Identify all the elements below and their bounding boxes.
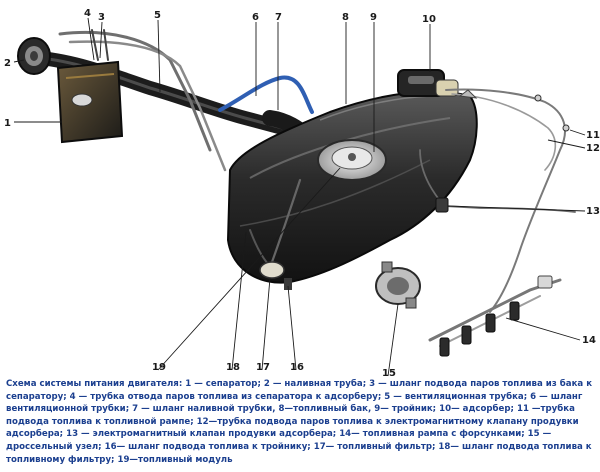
label-19: 19 xyxy=(152,362,166,373)
vent-tubes xyxy=(58,29,227,172)
separator xyxy=(56,60,124,144)
label-17: 17 xyxy=(256,362,270,373)
label-4: 4 xyxy=(84,8,91,19)
label-5: 5 xyxy=(154,10,161,21)
label-11: 11 xyxy=(586,130,600,141)
fuel-system-diagram: 1 2 3 4 5 6 7 8 9 10 11 12 13 14 15 16 1… xyxy=(4,8,600,379)
label-2: 2 xyxy=(4,58,11,69)
throttle-body xyxy=(375,261,421,309)
leader-lines xyxy=(13,17,586,377)
fuel-rail xyxy=(428,275,562,357)
label-13: 13 xyxy=(586,206,600,217)
label-15: 15 xyxy=(382,368,396,379)
vent-hose xyxy=(218,75,314,114)
label-3: 3 xyxy=(98,12,105,23)
label-1: 1 xyxy=(4,118,11,129)
callout-labels: 1 2 3 4 5 6 7 8 9 10 11 12 13 14 15 16 1… xyxy=(4,8,600,379)
purge-valve xyxy=(435,197,449,213)
filler-pipe xyxy=(17,37,297,137)
fuel-module xyxy=(317,139,387,181)
label-18: 18 xyxy=(226,362,240,373)
label-9: 9 xyxy=(370,12,377,23)
figure-caption: Схема системы питания двигателя: 1 — сеп… xyxy=(6,379,593,465)
label-8: 8 xyxy=(342,12,349,23)
label-14: 14 xyxy=(582,335,596,346)
label-6: 6 xyxy=(252,12,259,23)
label-12: 12 xyxy=(586,143,600,154)
label-16: 16 xyxy=(290,362,304,373)
fuel-filter xyxy=(249,178,302,290)
adsorber xyxy=(397,69,459,97)
label-10: 10 xyxy=(422,14,436,25)
label-7: 7 xyxy=(275,12,282,23)
